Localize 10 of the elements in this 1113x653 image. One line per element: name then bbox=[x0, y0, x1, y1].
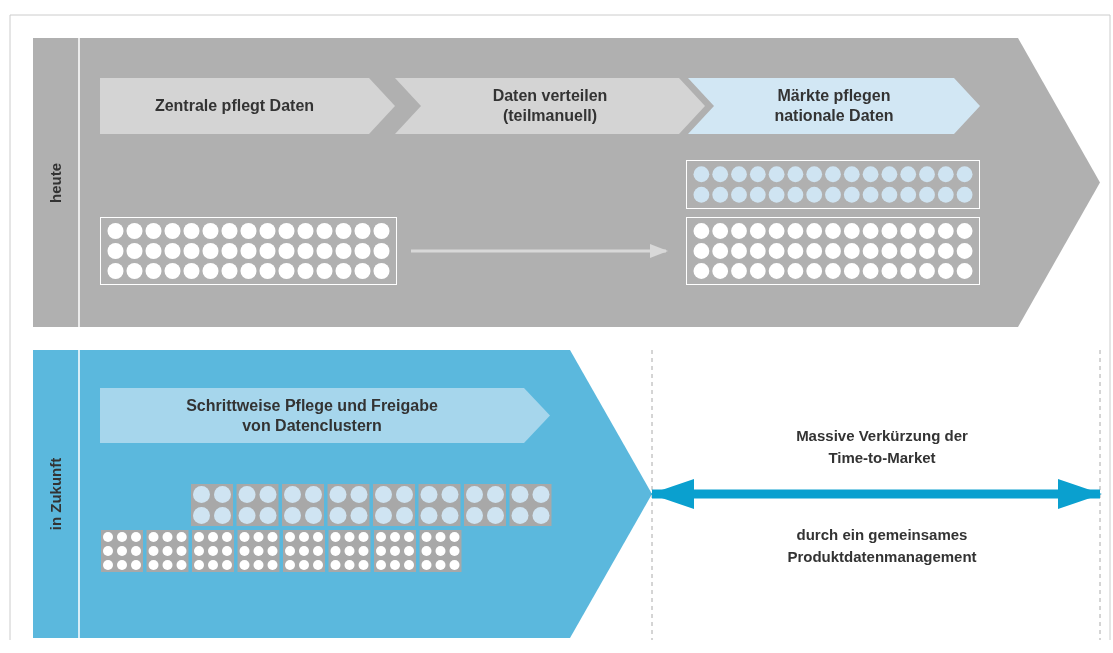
note-text: Massive Verkürzung der Time-to-Market bbox=[795, 426, 969, 468]
process-step: Daten verteilen (teilmanuell) bbox=[395, 78, 705, 134]
arrow bbox=[650, 479, 1102, 509]
stage-label: in Zukunft bbox=[47, 457, 64, 531]
process-step: Zentrale pflegt Daten bbox=[100, 78, 395, 134]
note-text: durch ein gemeinsames Produktdatenmanagement bbox=[786, 525, 978, 567]
arrow bbox=[411, 244, 668, 258]
process-step: Schrittweise Pflege und Freigabe von Datenclustern bbox=[100, 388, 550, 443]
process-step: Märkte pflegen nationale Daten bbox=[688, 78, 980, 134]
stage-label: heute bbox=[47, 162, 64, 203]
